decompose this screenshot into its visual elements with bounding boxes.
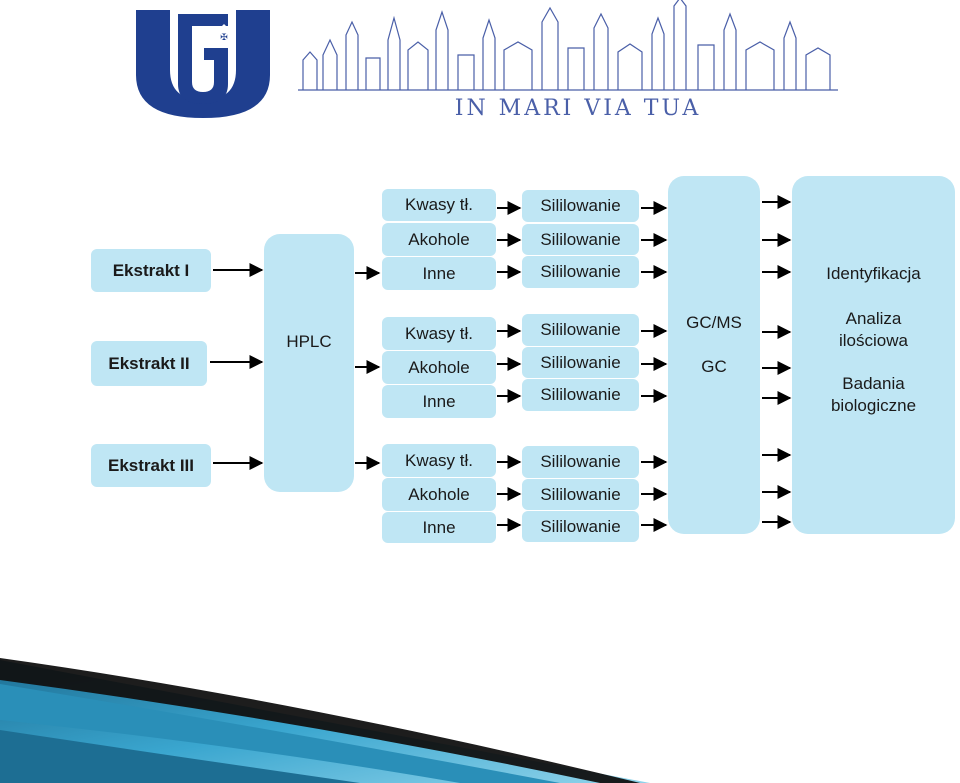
gc-analysis-box: GC/MS GC	[668, 176, 760, 534]
extract-3-box: Ekstrakt III	[91, 444, 211, 487]
silylation-box: Sililowanie	[522, 347, 639, 378]
decorative-sweep	[0, 658, 650, 783]
silylation-box: Sililowanie	[522, 190, 639, 222]
svg-text:✠: ✠	[220, 33, 228, 43]
fraction-box: Inne	[382, 257, 496, 290]
motto-text: IN MARI VIA TUA	[455, 96, 701, 121]
silylation-box: Sililowanie	[522, 479, 639, 510]
fraction-box: Inne	[382, 512, 496, 543]
silylation-box: Sililowanie	[522, 224, 639, 255]
quantitative-label-line2: ilościowa	[839, 331, 908, 350]
biological-label-line2: biologiczne	[830, 396, 917, 415]
biological-label-line1: Badania	[842, 374, 905, 393]
fraction-box: Akohole	[382, 351, 496, 384]
extract-1-box: Ekstrakt I	[91, 249, 211, 292]
silylation-box: Sililowanie	[522, 314, 639, 346]
fraction-box: Kwasy tł.	[382, 189, 496, 221]
silylation-box: Sililowanie	[522, 256, 639, 288]
identification-label: Identyfikacja	[826, 264, 921, 283]
fraction-box: Akohole	[382, 478, 496, 511]
extract-2-box: Ekstrakt II	[91, 341, 207, 386]
silylation-box: Sililowanie	[522, 511, 639, 542]
hplc-label: HPLC	[286, 332, 332, 351]
city-skyline-illustration	[298, 0, 838, 91]
fraction-box: Inne	[382, 385, 496, 418]
quantitative-label-line1: Analiza	[845, 309, 902, 328]
gc-label: GC	[701, 357, 727, 376]
fraction-box: Kwasy tł.	[382, 317, 496, 350]
results-box: Identyfikacja Analiza ilościowa Badania …	[792, 176, 955, 534]
fraction-box: Akohole	[382, 223, 496, 256]
hplc-box: HPLC	[264, 234, 354, 492]
gcms-label: GC/MS	[686, 313, 742, 332]
fraction-box: Kwasy tł.	[382, 444, 496, 477]
header-logo-banner: ✠ IN MARI VIA TUA	[118, 0, 843, 122]
silylation-box: Sililowanie	[522, 446, 639, 478]
university-emblem-icon: ✠	[118, 0, 278, 122]
silylation-box: Sililowanie	[522, 379, 639, 411]
